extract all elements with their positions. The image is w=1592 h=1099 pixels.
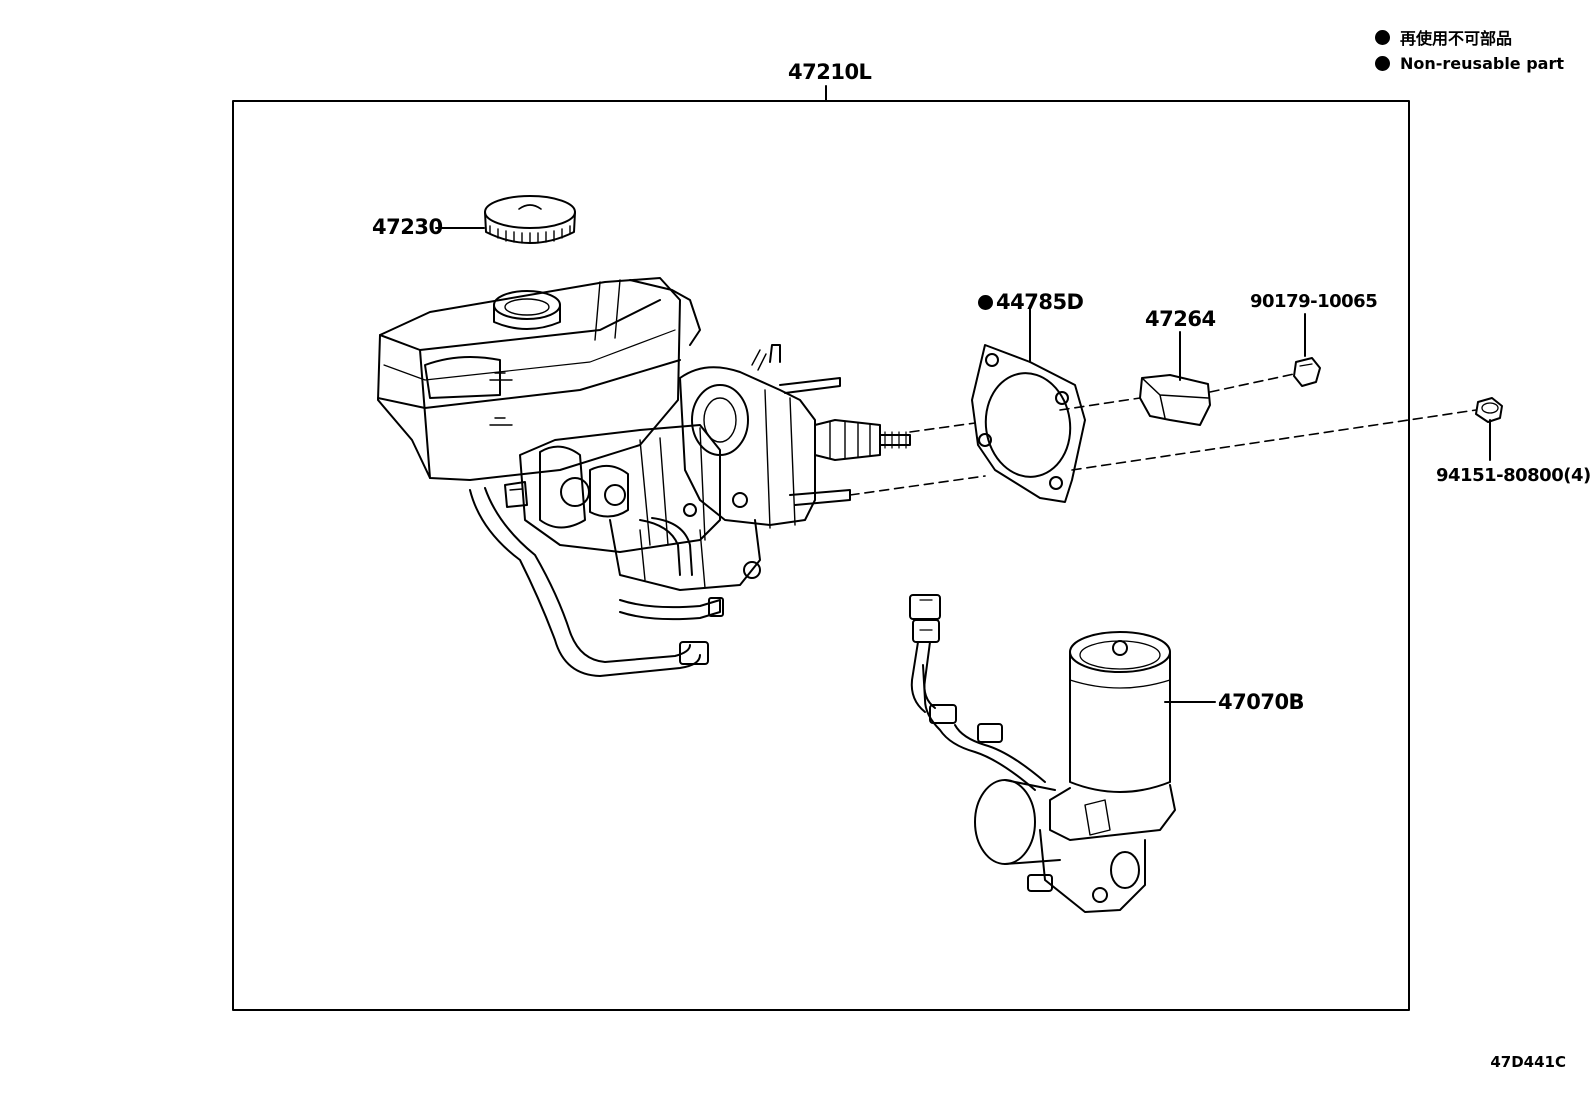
pump-motor-drawing bbox=[909, 594, 1216, 913]
legend-row-en: Non-reusable part bbox=[1375, 50, 1564, 76]
assembly-frame bbox=[232, 100, 1410, 1011]
diagram-reference-code: 47D441C bbox=[1490, 1053, 1566, 1071]
non-reusable-dot-icon bbox=[978, 295, 993, 310]
callout-assembly[interactable]: 47210L bbox=[788, 60, 872, 84]
legend: 再使用不可部品 Non-reusable part bbox=[1375, 24, 1564, 76]
callout-gasket[interactable]: 44785D bbox=[978, 290, 1084, 314]
callout-clevis[interactable]: 47264 bbox=[1145, 307, 1216, 331]
clevis-drawing bbox=[1139, 331, 1211, 426]
brake-booster-assembly-drawing bbox=[377, 277, 911, 677]
reservoir-cap-drawing bbox=[435, 195, 576, 244]
non-reusable-bullet-icon bbox=[1375, 29, 1390, 45]
callout-gasket-text: 44785D bbox=[996, 290, 1084, 314]
nut-drawing bbox=[1475, 397, 1503, 461]
gasket-drawing bbox=[971, 308, 1086, 503]
callout-reservoir-cap[interactable]: 47230 bbox=[372, 215, 443, 239]
pin-drawing bbox=[1293, 313, 1321, 387]
legend-row-jp: 再使用不可部品 bbox=[1375, 24, 1564, 50]
alignment-lines bbox=[849, 373, 1477, 496]
callout-nut[interactable]: 94151-80800(4) bbox=[1436, 465, 1591, 486]
callout-pin[interactable]: 90179-10065 bbox=[1250, 291, 1378, 312]
legend-en-text: Non-reusable part bbox=[1400, 53, 1565, 73]
non-reusable-bullet-icon bbox=[1375, 55, 1390, 71]
legend-jp-text: 再使用不可部品 bbox=[1400, 29, 1513, 48]
callout-pump-motor[interactable]: 47070B bbox=[1218, 690, 1305, 714]
